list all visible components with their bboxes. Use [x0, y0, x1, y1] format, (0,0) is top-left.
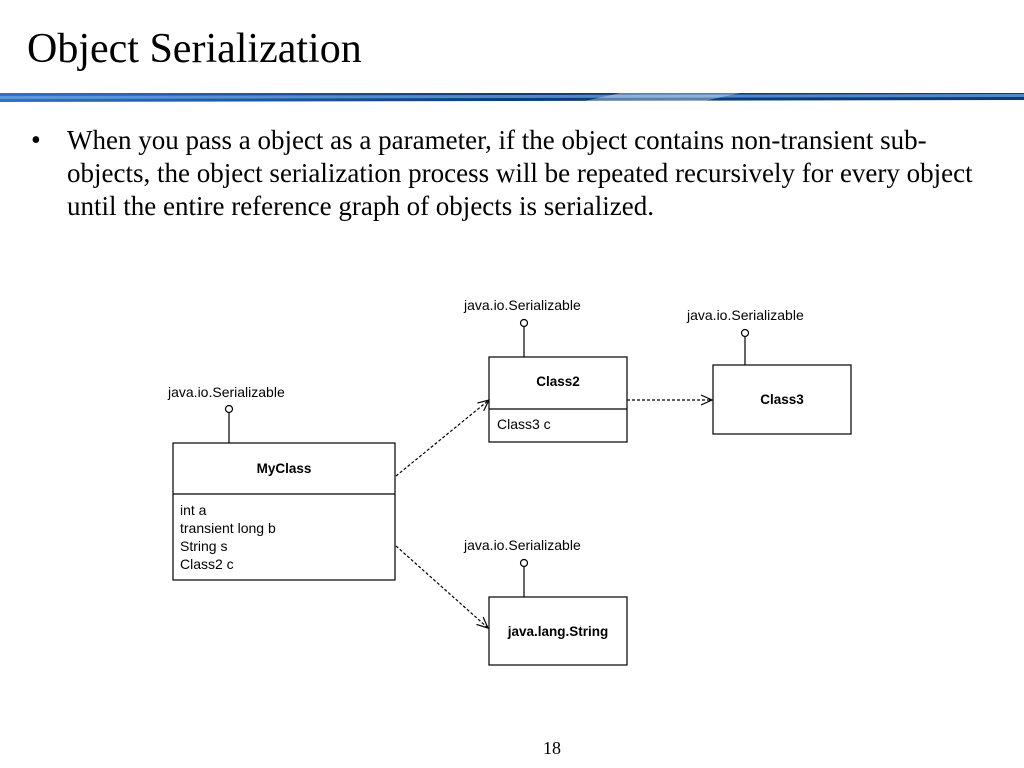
- title-underline-bar: [0, 93, 1024, 102]
- arrow-myclass-to-string: [395, 545, 488, 628]
- myclass-attr-string-s: String s: [180, 538, 227, 554]
- string-class-box: java.lang.String: [488, 596, 628, 666]
- class2-interface-lollipop: java.io.Serializable: [463, 297, 581, 357]
- class3-interface-lollipop: java.io.Serializable: [686, 307, 804, 365]
- class2-interface-label: java.io.Serializable: [463, 297, 581, 313]
- myclass-attr-class2-c: Class2 c: [180, 556, 234, 572]
- arrow-myclass-to-class2: [395, 400, 489, 477]
- class2-name: Class2: [536, 374, 580, 389]
- myclass-name: MyClass: [257, 461, 312, 476]
- myclass-attr-int-a: int a: [180, 502, 207, 518]
- class3-interface-label: java.io.Serializable: [686, 307, 804, 323]
- bullet-marker: •: [31, 125, 41, 156]
- string-interface-label: java.io.Serializable: [463, 537, 581, 553]
- class2-attr-class3-c: Class3 c: [497, 416, 551, 432]
- bullet-text: When you pass a object as a parameter, i…: [67, 125, 973, 221]
- class3-box: Class3: [712, 364, 852, 435]
- myclass-interface-label: java.io.Serializable: [167, 384, 285, 400]
- class2-box: Class2 Class3 c: [488, 356, 628, 443]
- string-interface-lollipop: java.io.Serializable: [463, 537, 581, 597]
- class3-name: Class3: [760, 392, 804, 407]
- string-class-name: java.lang.String: [507, 624, 609, 639]
- myclass-box: MyClass int a transient long b String s …: [172, 442, 396, 581]
- myclass-attr-transient-long-b: transient long b: [180, 520, 276, 536]
- page-number: 18: [543, 738, 561, 758]
- myclass-interface-lollipop: java.io.Serializable: [167, 384, 285, 443]
- slide-title: Object Serialization: [27, 26, 362, 72]
